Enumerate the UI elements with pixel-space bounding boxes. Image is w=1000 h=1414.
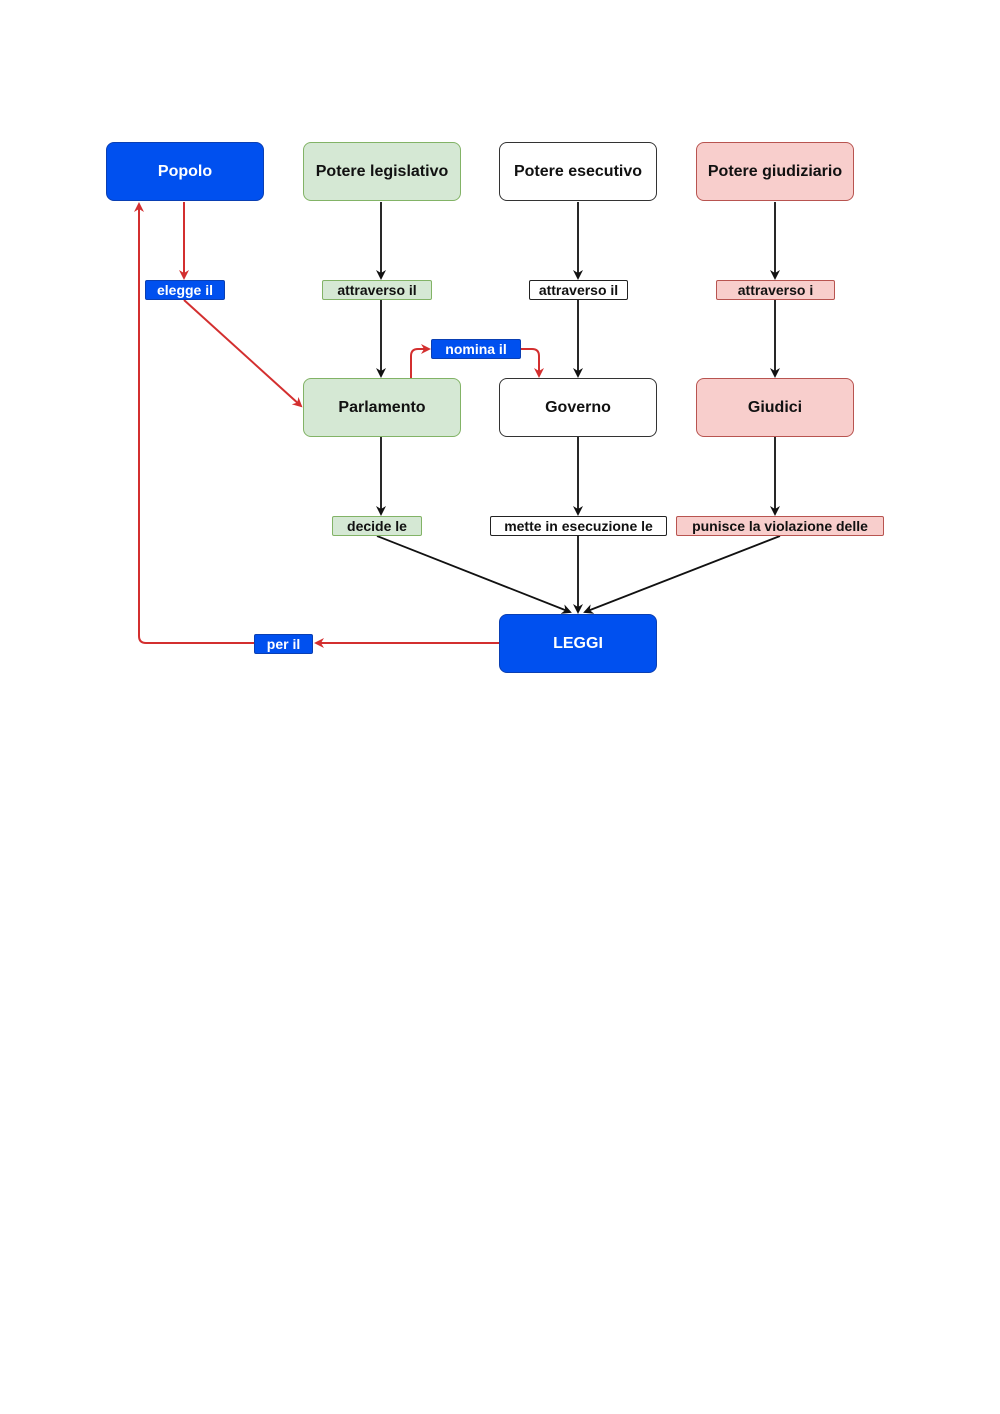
label-attraverso-il-legislativo: attraverso il	[322, 280, 432, 300]
node-governo: Governo	[499, 378, 657, 437]
label-mette-in-esecuzione-le: mette in esecuzione le	[490, 516, 667, 536]
label-punisce-la-violazione-delle: punisce la violazione delle	[676, 516, 884, 536]
node-popolo: Popolo	[106, 142, 264, 201]
label-attraverso-i-giudiziario: attraverso i	[716, 280, 835, 300]
node-potere-legislativo: Potere legislativo	[303, 142, 461, 201]
label-elegge-il: elegge il	[145, 280, 225, 300]
label-nomina-il: nomina il	[431, 339, 521, 359]
arrow-elegge-to-parlamento	[183, 299, 303, 408]
node-parlamento: Parlamento	[303, 378, 461, 437]
label-decide-le: decide le	[332, 516, 422, 536]
label-attraverso-il-esecutivo: attraverso il	[529, 280, 628, 300]
arrow-parlamento-to-nomina	[410, 344, 431, 378]
label-per-il: per il	[254, 634, 313, 654]
node-potere-esecutivo: Potere esecutivo	[499, 142, 657, 201]
arrow-decide-to-leggi	[376, 535, 572, 614]
node-leggi: LEGGI	[499, 614, 657, 673]
arrow-per-to-popolo	[134, 202, 254, 644]
node-potere-giudiziario: Potere giudiziario	[696, 142, 854, 201]
arrow-nomina-to-governo	[521, 348, 544, 378]
arrow-punisce-to-leggi	[583, 535, 781, 614]
node-giudici: Giudici	[696, 378, 854, 437]
